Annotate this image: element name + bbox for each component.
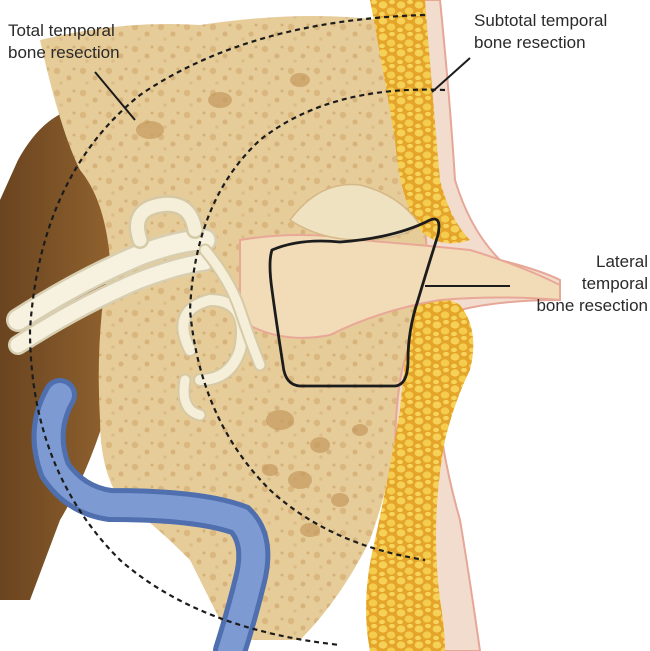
subtotal-resection-label: Subtotal temporal bone resection <box>474 10 607 54</box>
total-resection-label: Total temporal bone resection <box>8 20 120 64</box>
lateral-resection-label: Lateral temporal bone resection <box>536 251 648 317</box>
